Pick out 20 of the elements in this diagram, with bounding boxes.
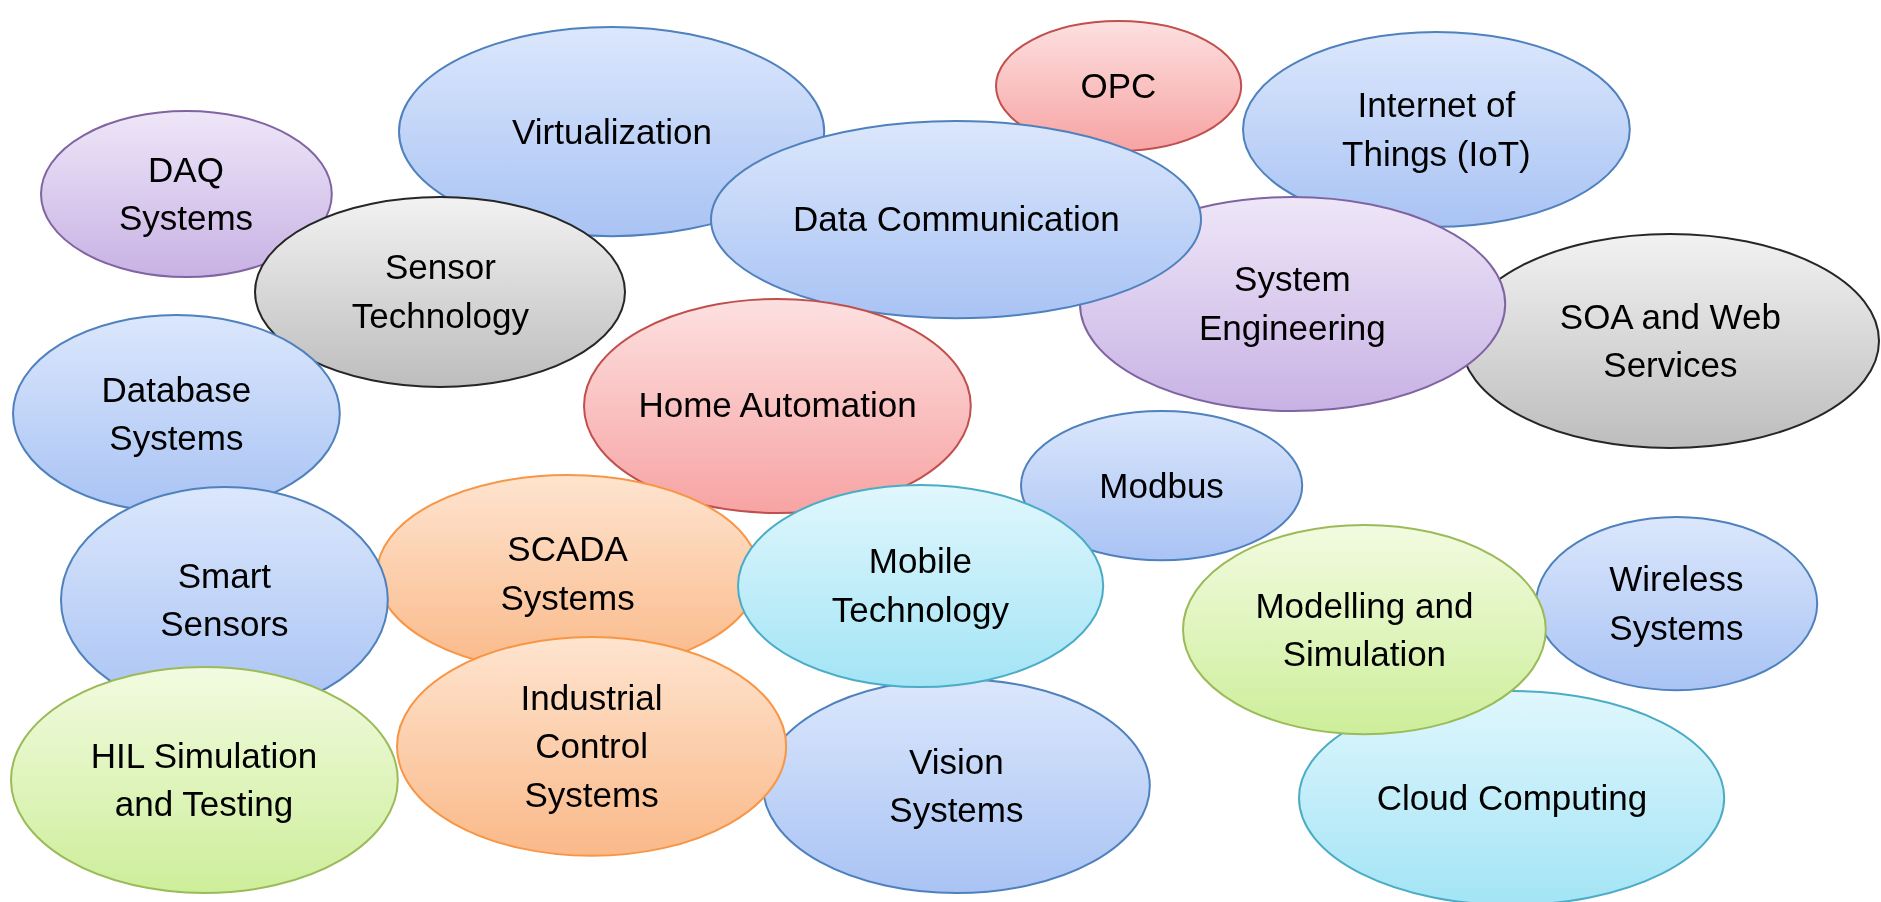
topic-label: Home Automation (638, 384, 917, 427)
topic-label: Virtualization (512, 110, 712, 153)
topic-label: Wireless Systems (1608, 558, 1745, 649)
topic-label: Internet of Things (IoT) (1341, 84, 1532, 175)
topic-label: SCADA Systems (499, 528, 636, 619)
topic-label: System Engineering (1197, 258, 1387, 349)
topic-label: OPC (1080, 65, 1157, 108)
topic-label: Cloud Computing (1376, 776, 1648, 819)
topic-label: DAQ Systems (117, 149, 255, 240)
topic-label: Modelling and Simulation (1254, 584, 1474, 675)
topic-label: Mobile Technology (830, 540, 1010, 631)
topic-label: Vision Systems (888, 740, 1025, 831)
topic-label: Modbus (1099, 464, 1224, 507)
topic-label: Database Systems (100, 368, 253, 459)
topic-label: HIL Simulation and Testing (89, 734, 319, 825)
topic-label: Sensor Technology (350, 246, 530, 337)
topic-label: Smart Sensors (159, 554, 290, 645)
topic-label: Industrial Control Systems (519, 676, 664, 816)
topic-label: SOA and Web Services (1558, 295, 1782, 386)
topic-label: Data Communication (793, 198, 1120, 241)
